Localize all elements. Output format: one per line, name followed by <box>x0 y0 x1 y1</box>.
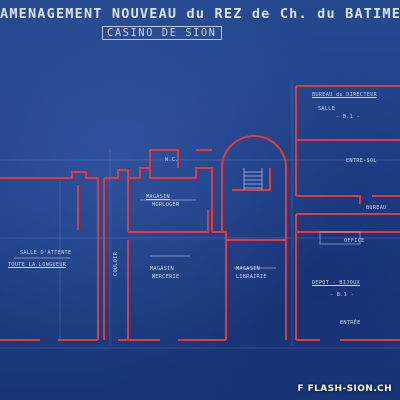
label-ref-a: - B.1 - <box>336 114 360 120</box>
label-magasin-mid-1: MAGASIN <box>150 266 174 272</box>
label-magasin-mid-2: MERCERIE <box>152 274 180 280</box>
label-entre-sol: ENTRE-SOL <box>346 158 377 164</box>
label-salle-left-2: TOUTE LA LONGUEUR <box>8 262 67 268</box>
watermark-logo: F FLASH-SION.CH <box>297 384 392 394</box>
label-bureau-director: BUREAU du DIRECTEUR <box>312 92 378 98</box>
label-office: OFFICE <box>344 238 365 244</box>
label-ref-b: - B.1 - <box>330 292 354 298</box>
label-magasin-right-2: LIBRAIRIE <box>236 274 267 280</box>
label-entree: ENTRÉE <box>340 320 361 326</box>
label-magasin-top-sub: HORLOGER <box>152 202 180 208</box>
label-magasin-right-1: MAGASIN <box>236 266 260 272</box>
label-bureau-right: BUREAU <box>366 205 387 211</box>
label-salle-left-1: SALLE D'ATTENTE <box>20 250 72 256</box>
label-magasin-top: MAGASIN <box>146 194 170 200</box>
label-couloir: COULOIR <box>113 252 119 276</box>
label-depot: DEPOT - BIJOUX <box>312 280 360 286</box>
plan-title: AMENAGEMENT NOUVEAU du REZ de Ch. du BAT… <box>0 6 400 22</box>
label-salle-a: SALLE <box>318 106 336 112</box>
label-wc: W.C. <box>165 157 179 163</box>
plan-subtitle: CASINO DE SION <box>102 26 222 40</box>
